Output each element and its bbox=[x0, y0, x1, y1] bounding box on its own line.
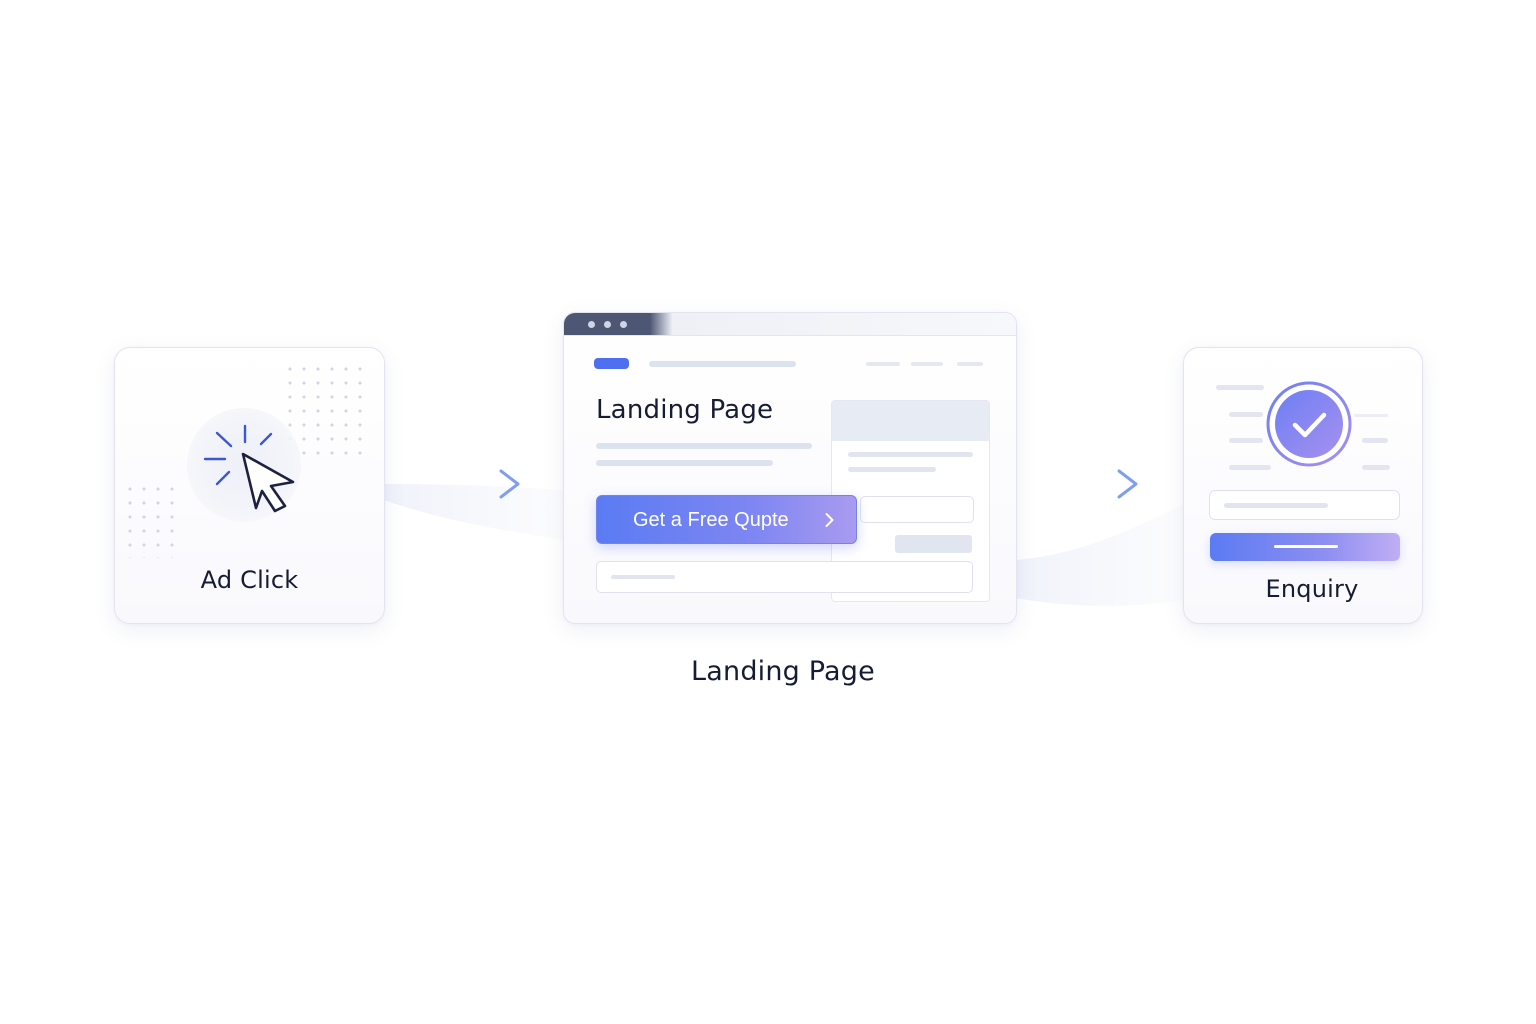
chevron-right-icon bbox=[825, 513, 834, 527]
text-line-placeholder bbox=[596, 460, 773, 466]
nav-bar-placeholder bbox=[649, 361, 796, 367]
decor-line bbox=[1216, 385, 1264, 390]
arrow-2 bbox=[1014, 469, 1138, 499]
cursor-click-icon bbox=[203, 424, 295, 513]
text-line-placeholder bbox=[848, 467, 936, 472]
input-placeholder-line bbox=[611, 575, 675, 579]
text-line-placeholder bbox=[596, 443, 812, 449]
nav-link-placeholder[interactable] bbox=[911, 362, 943, 366]
decor-line bbox=[1229, 438, 1263, 443]
ad-click-card: Ad Click bbox=[114, 347, 385, 624]
flow-sweep-1 bbox=[384, 484, 565, 540]
landing-page-card: Landing Page bbox=[563, 312, 1017, 624]
window-dot bbox=[588, 321, 595, 328]
step-label-ad-click: Ad Click bbox=[200, 566, 299, 594]
enquiry-form-field[interactable] bbox=[1209, 490, 1400, 520]
side-button-placeholder[interactable] bbox=[895, 535, 972, 553]
enquiry-submit-button[interactable] bbox=[1210, 533, 1400, 561]
nav-link-placeholder[interactable] bbox=[866, 362, 900, 366]
email-field[interactable] bbox=[596, 561, 973, 593]
decor-dot-grid bbox=[123, 482, 183, 558]
check-circle-icon bbox=[1266, 381, 1352, 467]
nav-link-placeholder[interactable] bbox=[957, 362, 983, 366]
input-placeholder-line bbox=[1224, 503, 1328, 508]
side-panel-header bbox=[832, 401, 989, 441]
text-line-placeholder bbox=[848, 452, 973, 457]
cta-label: Get a Free Qupte bbox=[633, 509, 789, 531]
decor-line bbox=[1229, 465, 1271, 470]
enquiry-card: Enquiry bbox=[1183, 347, 1423, 624]
window-dot bbox=[620, 321, 627, 328]
browser-title-bar bbox=[564, 313, 1016, 336]
decor-line bbox=[1362, 465, 1390, 470]
decor-line bbox=[1229, 412, 1263, 417]
landing-heading: Landing Page bbox=[596, 395, 774, 425]
button-label-placeholder bbox=[1274, 545, 1338, 548]
decor-line bbox=[1354, 414, 1388, 417]
window-dot bbox=[604, 321, 611, 328]
nav-logo bbox=[594, 358, 629, 369]
get-free-quote-button[interactable]: Get a Free Qupte bbox=[596, 495, 857, 544]
step-label-enquiry: Enquiry bbox=[1265, 575, 1359, 603]
step-label-landing-page: Landing Page bbox=[691, 656, 875, 687]
side-form-field[interactable] bbox=[860, 496, 974, 523]
decor-line bbox=[1362, 438, 1388, 443]
arrow-1 bbox=[384, 469, 520, 499]
flow-sweep-2 bbox=[1016, 505, 1183, 606]
